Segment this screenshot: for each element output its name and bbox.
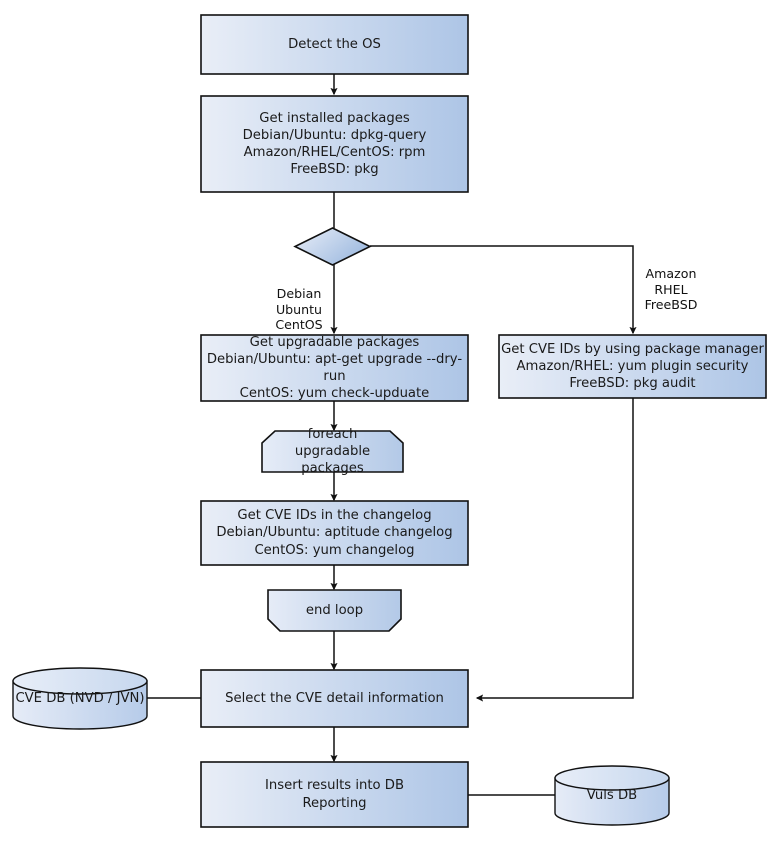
node-end-loop-shape (267, 589, 402, 632)
edge-pkgmanager-to-selectcve (475, 398, 634, 702)
node-detect-os-shape (200, 14, 469, 75)
node-get-cve-ids-pkg-manager-label: Get CVE IDs by using package manager Ama… (501, 341, 764, 392)
node-vuls-db-shape (554, 765, 670, 826)
node-end-loop[interactable]: end loop (268, 590, 401, 631)
node-get-cve-ids-changelog-label: Get CVE IDs in the changelog Debian/Ubun… (216, 508, 453, 558)
edge-decision-to-pkgmanager (370, 245, 637, 335)
node-get-cve-ids-changelog-shape (200, 500, 469, 566)
node-select-cve-detail-shape (200, 669, 469, 728)
node-end-loop-label: end loop (305, 602, 364, 618)
node-insert-results-shape (200, 761, 469, 828)
node-detect-os-label: Detect the OS (288, 36, 381, 52)
node-os-decision-shape (293, 227, 372, 266)
node-get-cve-ids-pkg-manager[interactable]: Get CVE IDs by using package manager Ama… (499, 335, 766, 398)
node-foreach-loop-start[interactable]: foreach upgradable packages (262, 427, 403, 476)
node-get-upgradable-packages[interactable]: Get upgradable packages Debian/Ubuntu: a… (201, 335, 468, 401)
node-insert-results[interactable]: Insert results into DB Reporting (201, 762, 468, 827)
edge-label-branch-left-text: Debian Ubuntu CentOS (275, 286, 323, 333)
node-detect-os[interactable]: Detect the OS (201, 15, 468, 74)
node-get-installed-packages[interactable]: Get installed packages Debian/Ubuntu: dp… (201, 96, 468, 192)
node-vuls-db[interactable]: Vuls DB (555, 778, 669, 813)
node-vuls-db-label: Vuls DB (586, 787, 638, 803)
node-cve-db[interactable]: CVE DB (NVD / JVN) (13, 681, 147, 716)
edge-label-branch-left: Debian Ubuntu CentOS (266, 271, 332, 332)
node-get-installed-packages-label: Get installed packages Debian/Ubuntu: dp… (242, 110, 427, 178)
node-select-cve-detail[interactable]: Select the CVE detail information (201, 670, 468, 727)
node-get-upgradable-packages-label: Get upgradable packages Debian/Ubuntu: a… (206, 334, 463, 402)
node-cve-db-label: CVE DB (NVD / JVN) (15, 690, 145, 706)
node-select-cve-detail-label: Select the CVE detail information (225, 690, 444, 706)
node-get-upgradable-packages-shape (200, 334, 469, 402)
node-get-cve-ids-changelog[interactable]: Get CVE IDs in the changelog Debian/Ubun… (201, 501, 468, 565)
node-foreach-loop-start-shape (261, 430, 404, 473)
node-os-decision[interactable] (295, 228, 370, 265)
node-cve-db-shape (12, 667, 148, 730)
edge-label-branch-right: Amazon RHEL FreeBSD (636, 251, 706, 312)
node-get-installed-packages-shape (200, 95, 469, 193)
edge-label-branch-right-text: Amazon RHEL FreeBSD (644, 266, 698, 313)
node-get-cve-ids-pkg-manager-shape (498, 334, 767, 399)
shapes-layer (12, 14, 767, 828)
node-foreach-loop-start-label: foreach upgradable packages (294, 426, 371, 477)
node-insert-results-label: Insert results into DB Reporting (264, 778, 405, 811)
